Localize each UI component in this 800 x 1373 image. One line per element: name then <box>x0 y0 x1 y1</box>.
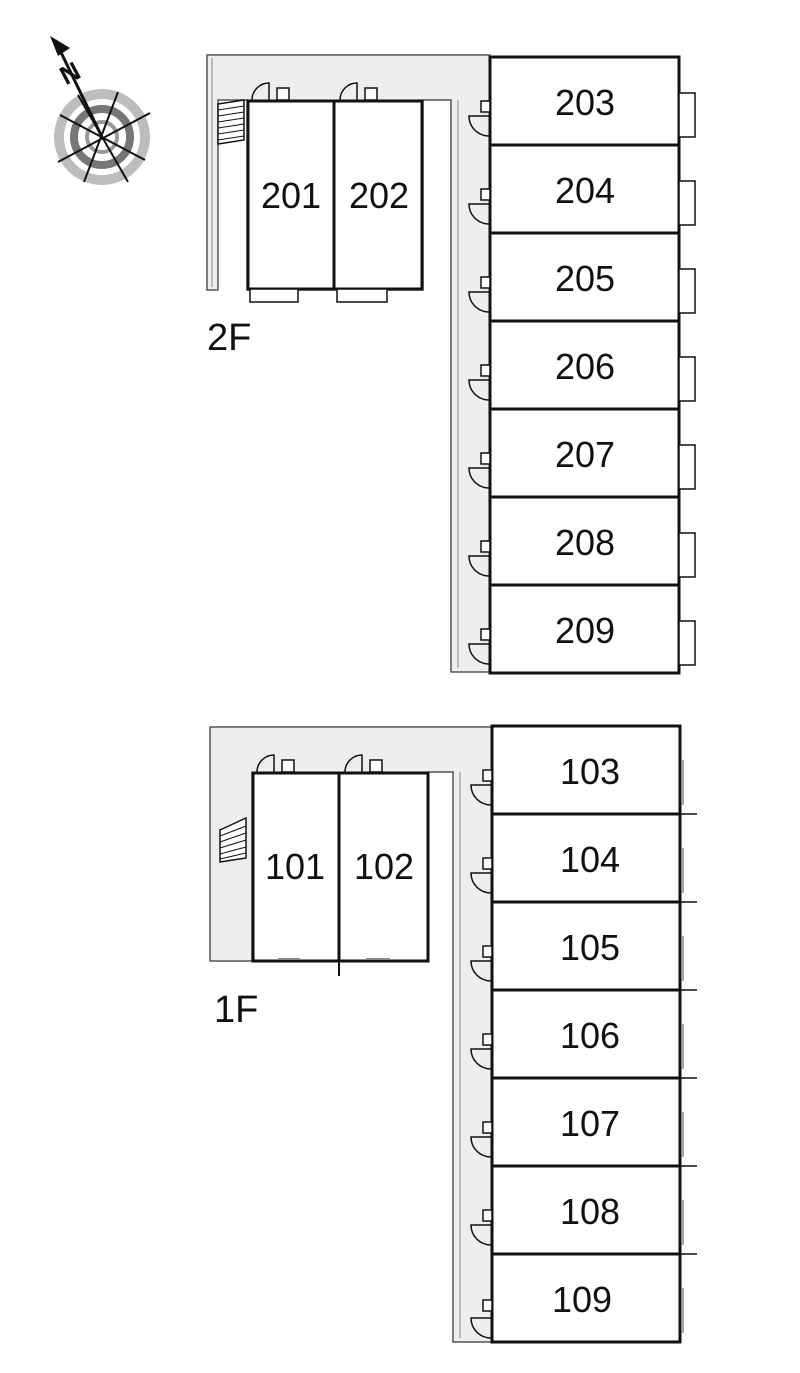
room-106[interactable]: 106 <box>470 988 697 1080</box>
door-icon <box>470 1136 492 1158</box>
room-209[interactable]: 209 <box>468 583 696 675</box>
door-icon <box>470 1317 492 1339</box>
room-105[interactable]: 105 <box>470 900 697 992</box>
floor-2f: 201 202 203 204 <box>206 54 696 675</box>
stairs-icon-1f <box>219 816 247 863</box>
room-103[interactable]: 103 <box>470 724 697 816</box>
room-107[interactable]: 107 <box>470 1076 697 1168</box>
room-label-204: 204 <box>555 170 615 211</box>
balcony-203 <box>678 92 696 138</box>
door-icon <box>468 379 490 401</box>
room-label-206: 206 <box>555 346 615 387</box>
door-icon <box>468 467 490 489</box>
room-206[interactable]: 206 <box>468 319 696 411</box>
door-icon <box>470 1048 492 1070</box>
room-label-209: 209 <box>555 610 615 651</box>
door-icon <box>470 1224 492 1246</box>
balcony-208 <box>678 532 696 578</box>
room-label-104: 104 <box>560 839 620 880</box>
stairs-icon-2f <box>217 99 245 145</box>
room-101[interactable]: 101 <box>251 754 341 963</box>
floor-1f: 101 102 103 104 <box>209 724 697 1344</box>
balcony-206 <box>678 356 696 402</box>
door-icon <box>344 754 363 773</box>
door-icon <box>251 82 270 101</box>
balcony-201 <box>249 288 299 303</box>
compass-icon <box>50 36 151 185</box>
room-108[interactable]: 108 <box>470 1164 697 1256</box>
room-204[interactable]: 204 <box>468 143 696 235</box>
room-label-207: 207 <box>555 434 615 475</box>
door-icon <box>470 960 492 982</box>
room-label-101: 101 <box>265 846 325 887</box>
door-icon <box>468 555 490 577</box>
balcony-207 <box>678 444 696 490</box>
floor-label-2f: 2F <box>207 317 251 359</box>
room-label-102: 102 <box>354 846 414 887</box>
room-201[interactable]: 201 <box>246 82 336 303</box>
room-label-203: 203 <box>555 82 615 123</box>
room-label-103: 103 <box>560 751 620 792</box>
room-label-106: 106 <box>560 1015 620 1056</box>
door-icon <box>468 115 490 137</box>
room-109[interactable]: 109 <box>470 1252 684 1344</box>
balcony-202 <box>336 288 388 303</box>
room-102[interactable]: 102 <box>337 754 430 976</box>
room-label-205: 205 <box>555 258 615 299</box>
door-icon <box>470 784 492 806</box>
door-icon <box>468 203 490 225</box>
room-203[interactable]: 203 <box>468 55 696 147</box>
room-207[interactable]: 207 <box>468 407 696 499</box>
room-label-107: 107 <box>560 1103 620 1144</box>
north-label: N <box>55 56 86 91</box>
room-label-105: 105 <box>560 927 620 968</box>
room-label-208: 208 <box>555 522 615 563</box>
room-label-108: 108 <box>560 1191 620 1232</box>
room-label-109: 109 <box>552 1279 612 1320</box>
room-104[interactable]: 104 <box>470 812 697 904</box>
room-label-202: 202 <box>349 175 409 216</box>
balcony-205 <box>678 268 696 314</box>
door-icon <box>470 872 492 894</box>
room-205[interactable]: 205 <box>468 231 696 323</box>
room-label-201: 201 <box>261 175 321 216</box>
door-icon <box>468 291 490 313</box>
room-208[interactable]: 208 <box>468 495 696 587</box>
compass: N <box>50 36 151 185</box>
room-202[interactable]: 202 <box>332 82 424 303</box>
door-icon <box>468 643 490 665</box>
balcony-209 <box>678 620 696 666</box>
balcony-204 <box>678 180 696 226</box>
door-icon <box>256 754 275 773</box>
door-icon <box>339 82 358 101</box>
floor-label-1f: 1F <box>214 989 258 1031</box>
